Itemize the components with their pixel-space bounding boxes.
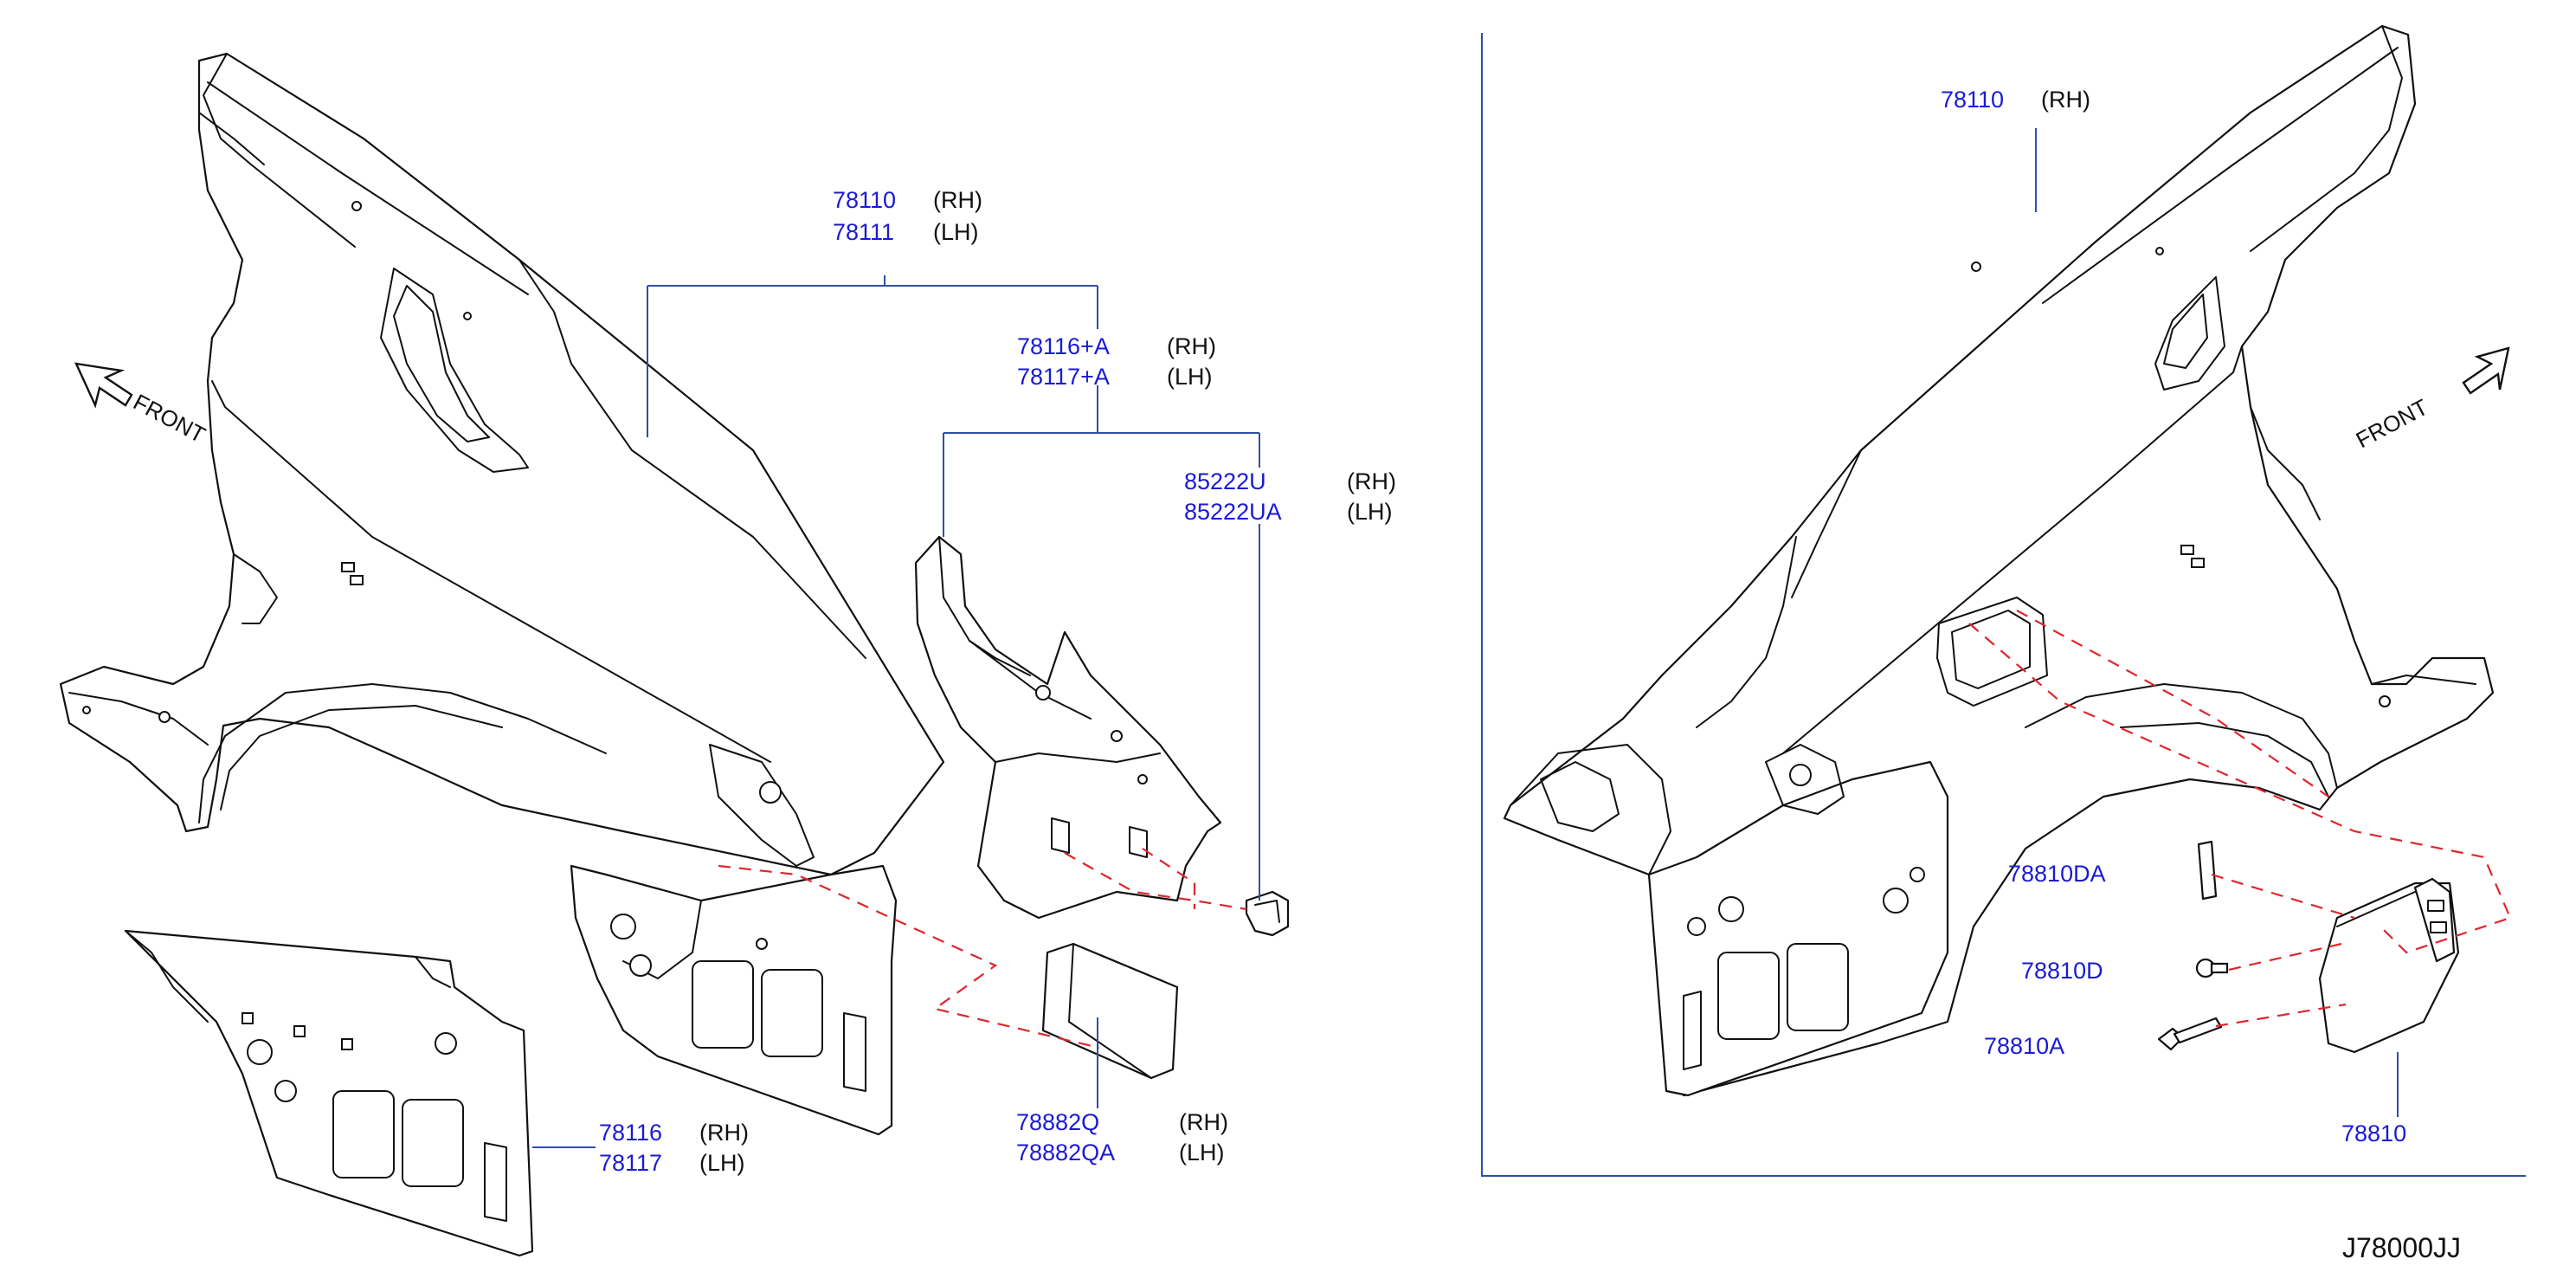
part-number-78810DA: 78810DA [2008, 861, 2106, 887]
side-label: (RH) [2041, 87, 2090, 113]
bumper-rubber [2197, 840, 2218, 901]
leaders-right [2035, 128, 2399, 1117]
dashed-guides-right [1968, 610, 2512, 1028]
callout-78110-78111: 78110 (RH) 78111 (LH) [833, 187, 982, 245]
part-number: 78882Q [1016, 1109, 1099, 1135]
part-number: 78111 [833, 219, 894, 245]
side-label: (RH) [1167, 333, 1216, 359]
side-label: (RH) [933, 187, 982, 213]
part-number: 85222U [1184, 468, 1266, 494]
clip-bracket [1245, 890, 1290, 937]
side-label: (LH) [1179, 1140, 1225, 1166]
side-label: (RH) [1347, 468, 1396, 494]
part-number: 78117 [599, 1150, 662, 1176]
part-number: 78110 [833, 187, 896, 213]
insulator-pad [1041, 942, 1179, 1080]
callout-85222U-85222UA: 85222U (RH) 85222UA (LH) [1184, 468, 1396, 525]
diagram-code: J78000JJ [2342, 1232, 2461, 1263]
part-number: 85222UA [1184, 499, 1282, 525]
rear-fender-panel-left [59, 52, 945, 876]
part-number: 78117+A [1017, 364, 1110, 390]
screw [2157, 1017, 2223, 1051]
side-label: (RH) [1179, 1109, 1228, 1135]
part-number-78810A: 78810A [1984, 1033, 2064, 1059]
rear-panel-lower-left [570, 744, 898, 1136]
rear-panel-separate [124, 929, 534, 1257]
leaders-left [532, 275, 1260, 1148]
side-label: (LH) [1347, 499, 1393, 525]
front-arrow-right: FRONT [2352, 346, 2510, 454]
part-number: 78882QA [1016, 1140, 1115, 1166]
rivet [2195, 958, 2229, 978]
front-label-right: FRONT [2352, 394, 2432, 454]
callout-right-78110: 78110 (RH) [1941, 87, 2090, 113]
side-label: (RH) [699, 1120, 749, 1146]
front-label-left: FRONT [129, 389, 209, 449]
dashed-guides-left [718, 848, 1247, 1049]
fuel-filler-lid [2318, 877, 2460, 1054]
part-number-78810D: 78810D [2021, 958, 2103, 984]
right-detail-frame [1481, 33, 2526, 1177]
front-arrow-left: FRONT [74, 362, 209, 449]
part-number-78810: 78810 [2341, 1120, 2406, 1146]
callout-78116A-78117A: 78116+A (RH) 78117+A (LH) [1017, 333, 1216, 390]
callout-78116-78117: 78116 (RH) 78117 (LH) [599, 1120, 749, 1176]
callout-78882Q-78882QA: 78882Q (RH) 78882QA (LH) [1016, 1109, 1228, 1166]
side-label: (LH) [699, 1150, 745, 1176]
part-number: 78116 [599, 1120, 662, 1146]
rear-panel-lower-right [1510, 744, 1949, 1097]
side-label: (LH) [1167, 364, 1213, 390]
part-number: 78110 [1941, 87, 2004, 113]
inner-wheelhouse-bracket [914, 535, 1222, 920]
part-number: 78116+A [1017, 333, 1110, 359]
side-label: (LH) [933, 219, 979, 245]
